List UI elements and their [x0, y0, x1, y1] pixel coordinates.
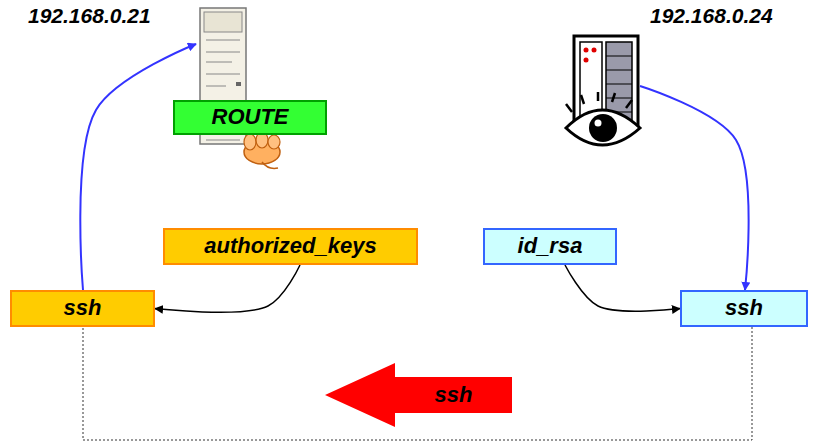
- process-box: ssh: [680, 290, 808, 327]
- node-label: ssh: [725, 296, 763, 320]
- file-box: id_rsa: [483, 228, 617, 265]
- process-box: ssh: [10, 290, 155, 327]
- node-label: authorized_keys: [204, 234, 376, 258]
- arrow-shape: [325, 363, 512, 427]
- ip-address: 192.168.0.24: [650, 4, 773, 28]
- route-box: ROUTE: [173, 100, 327, 135]
- node-label: ssh: [64, 296, 102, 320]
- connector: [83, 327, 752, 440]
- connector: [565, 265, 680, 311]
- ip-address: 192.168.0.21: [28, 4, 151, 28]
- eye-icon: [566, 92, 640, 145]
- node-label: ROUTE: [212, 105, 289, 129]
- file-box: authorized_keys: [163, 228, 418, 265]
- arrow-polygon: [325, 363, 512, 427]
- connector: [640, 86, 749, 290]
- hand-icon: [244, 132, 280, 168]
- connector: [155, 265, 300, 312]
- node-label: ssh: [435, 383, 473, 407]
- node-label: id_rsa: [518, 234, 583, 258]
- direction-arrow: ssh: [325, 363, 512, 427]
- server-node: 192.168.0.24: [572, 34, 642, 148]
